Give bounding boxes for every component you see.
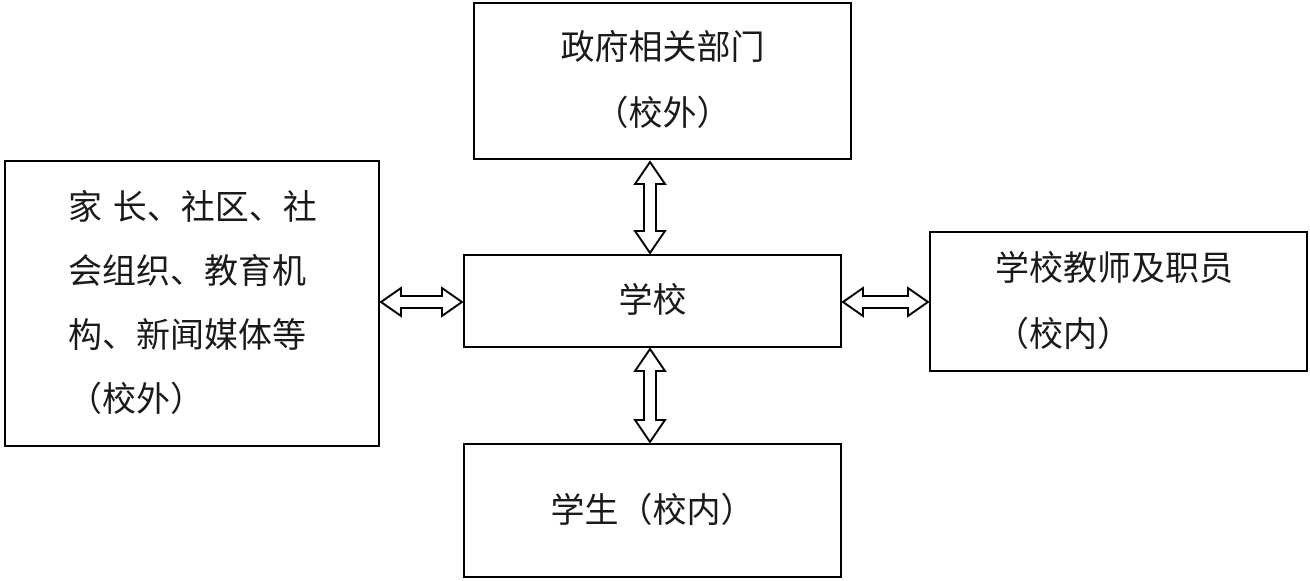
staff-title: 学校教师及职员: [995, 248, 1233, 289]
school-label: 学校: [618, 281, 687, 321]
arrow-school-students: [633, 347, 667, 444]
arrow-government-school: [633, 160, 667, 255]
arrow-community-school: [379, 286, 464, 318]
staff-box: 学校教师及职员 （校内）: [929, 231, 1308, 372]
school-box: 学校: [463, 254, 842, 348]
government-departments-box: 政府相关部门 （校外）: [473, 2, 852, 160]
arrow-school-staff: [841, 286, 930, 318]
community-line-2: 会组织、教育机: [68, 251, 306, 292]
community-box: 家 长、社区、社 会组织、教育机 构、新闻媒体等 （校外）: [4, 160, 380, 447]
community-scope: （校外）: [68, 379, 204, 420]
community-line-1: 家 长、社区、社: [68, 187, 317, 228]
government-title: 政府相关部门: [560, 28, 765, 68]
students-label: 学生（校内）: [550, 490, 755, 531]
staff-scope: （校内）: [995, 314, 1131, 355]
students-box: 学生（校内）: [463, 443, 842, 578]
government-scope: （校外）: [594, 94, 731, 134]
community-line-3: 构、新闻媒体等: [68, 315, 306, 356]
